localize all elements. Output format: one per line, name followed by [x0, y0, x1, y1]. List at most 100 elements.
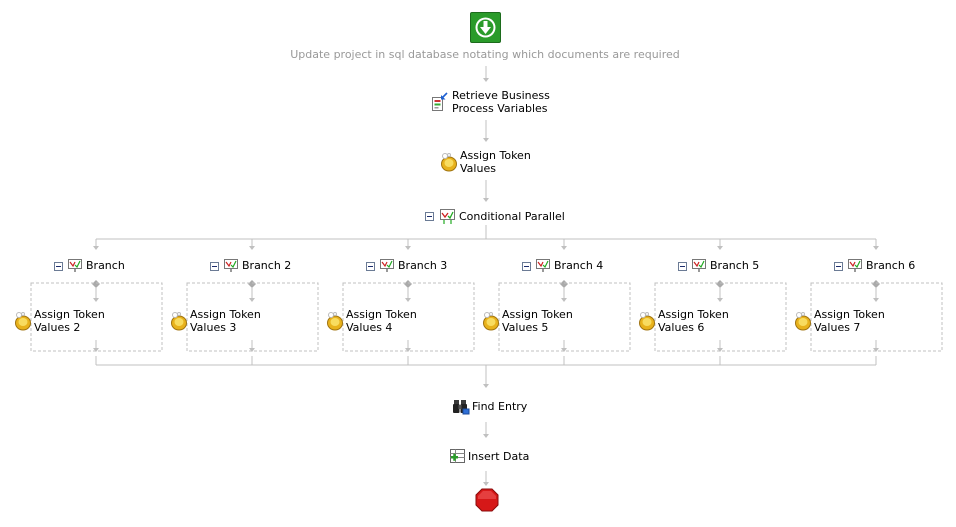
branch-collapse-button[interactable] — [54, 262, 63, 271]
branch-collapse-button[interactable] — [522, 262, 531, 271]
branch-column: Branch 5 Assign Token Values 6 — [639, 258, 804, 338]
branch-activity-label: Assign Token Values 6 — [658, 308, 729, 334]
connector-arrow — [93, 246, 99, 250]
conditional-parallel-icon — [440, 209, 455, 224]
assign-token-icon — [441, 153, 457, 172]
branch-column: Branch 4 Assign Token Values 5 — [483, 258, 648, 338]
connector-arrow — [717, 246, 723, 250]
connector-arrow — [93, 298, 99, 302]
branch-container — [30, 282, 163, 352]
find-entry-label: Find Entry — [472, 400, 528, 413]
branch-label: Branch 5 — [710, 259, 760, 272]
connector-arrow — [561, 246, 567, 250]
branch-header[interactable]: Branch 4 — [535, 258, 603, 273]
start-button[interactable] — [470, 12, 501, 43]
retrieve-variables-step[interactable]: Retrieve Business Process Variables — [431, 89, 550, 115]
branch-assign-token-step[interactable]: Assign Token Values 5 — [482, 308, 573, 334]
branch-header[interactable]: Branch 3 — [379, 258, 447, 273]
branch-container — [810, 282, 943, 352]
assign-token-icon — [15, 312, 31, 331]
branch-assign-token-step[interactable]: Assign Token Values 4 — [326, 308, 417, 334]
connector-arrow — [483, 482, 489, 486]
branch-activity-label: Assign Token Values 4 — [346, 308, 417, 334]
branch-activity-label: Assign Token Values 7 — [814, 308, 885, 334]
insert-data-icon — [450, 449, 465, 463]
branch-header[interactable]: Branch 5 — [691, 258, 759, 273]
branch-icon — [224, 259, 238, 272]
conditional-parallel-label: Conditional Parallel — [459, 210, 565, 223]
branch-assign-token-step[interactable]: Assign Token Values 3 — [170, 308, 261, 334]
connector-arrow — [561, 348, 567, 352]
start-arrow-icon — [475, 17, 496, 38]
branch-activity-label: Assign Token Values 3 — [190, 308, 261, 334]
branch-label: Branch 4 — [554, 259, 604, 272]
connector-arrow — [249, 298, 255, 302]
conditional-parallel-step[interactable]: Conditional Parallel — [439, 208, 565, 225]
branch-label: Branch — [86, 259, 125, 272]
assign-token-values-label: Assign Token Values — [460, 149, 531, 175]
connector-arrow — [483, 384, 489, 388]
branch-condition-diamond — [872, 280, 880, 288]
stop-sign-icon — [475, 488, 499, 512]
connector-arrow — [561, 298, 567, 302]
connector-arrow — [405, 246, 411, 250]
connector-arrow — [873, 348, 879, 352]
connector-arrow — [93, 348, 99, 352]
branch-header[interactable]: Branch — [67, 258, 125, 273]
branch-collapse-button[interactable] — [678, 262, 687, 271]
branch-label: Branch 3 — [398, 259, 448, 272]
branch-collapse-button[interactable] — [366, 262, 375, 271]
branch-icon — [536, 259, 550, 272]
branch-column: Branch 3 Assign Token Values 4 — [327, 258, 492, 338]
branch-container — [654, 282, 787, 352]
branch-assign-token-step[interactable]: Assign Token Values 6 — [638, 308, 729, 334]
connector-arrow — [873, 298, 879, 302]
connector-arrow — [483, 434, 489, 438]
insert-data-step[interactable]: Insert Data — [449, 448, 529, 465]
branch-column: Branch 2 Assign Token Values 3 — [171, 258, 336, 338]
connector-arrow — [249, 348, 255, 352]
branch-container — [498, 282, 631, 352]
connector-arrow — [717, 298, 723, 302]
assign-token-icon — [795, 312, 811, 331]
connector-arrow — [249, 246, 255, 250]
branch-assign-token-step[interactable]: Assign Token Values 7 — [794, 308, 885, 334]
assign-token-values-step[interactable]: Assign Token Values — [440, 149, 531, 175]
branch-condition-diamond — [560, 280, 568, 288]
connector-arrow — [483, 78, 489, 82]
branch-condition-diamond — [92, 280, 100, 288]
branch-container — [186, 282, 319, 352]
connector-arrow — [483, 138, 489, 142]
conditional-parallel-collapse-button[interactable] — [425, 212, 434, 221]
branch-assign-token-step[interactable]: Assign Token Values 2 — [14, 308, 105, 334]
branch-column: Branch Assign Token Values 2 — [15, 258, 180, 338]
assign-token-icon — [171, 312, 187, 331]
branch-condition-diamond — [716, 280, 724, 288]
connector-arrow — [483, 198, 489, 202]
insert-data-label: Insert Data — [468, 450, 530, 463]
start-caption: Update project in sql database notating … — [290, 48, 680, 61]
find-entry-step[interactable]: Find Entry — [452, 398, 527, 415]
branch-column: Branch 6 Assign Token Values 7 — [795, 258, 956, 338]
retrieve-variables-label: Retrieve Business Process Variables — [452, 89, 550, 115]
connector-arrow — [405, 298, 411, 302]
branch-collapse-button[interactable] — [834, 262, 843, 271]
branch-activity-label: Assign Token Values 5 — [502, 308, 573, 334]
branch-condition-diamond — [404, 280, 412, 288]
branch-icon — [68, 259, 82, 272]
branch-condition-diamond — [248, 280, 256, 288]
connector-arrow — [717, 348, 723, 352]
branch-label: Branch 6 — [866, 259, 916, 272]
connector-arrow — [873, 246, 879, 250]
assign-token-icon — [483, 312, 499, 331]
branch-container — [342, 282, 475, 352]
branch-collapse-button[interactable] — [210, 262, 219, 271]
branch-activity-label: Assign Token Values 2 — [34, 308, 105, 334]
branch-header[interactable]: Branch 6 — [847, 258, 915, 273]
branch-header[interactable]: Branch 2 — [223, 258, 291, 273]
branch-label: Branch 2 — [242, 259, 292, 272]
end-stop[interactable] — [475, 488, 499, 515]
binoculars-icon — [453, 400, 470, 415]
retrieve-variables-icon — [432, 92, 448, 111]
